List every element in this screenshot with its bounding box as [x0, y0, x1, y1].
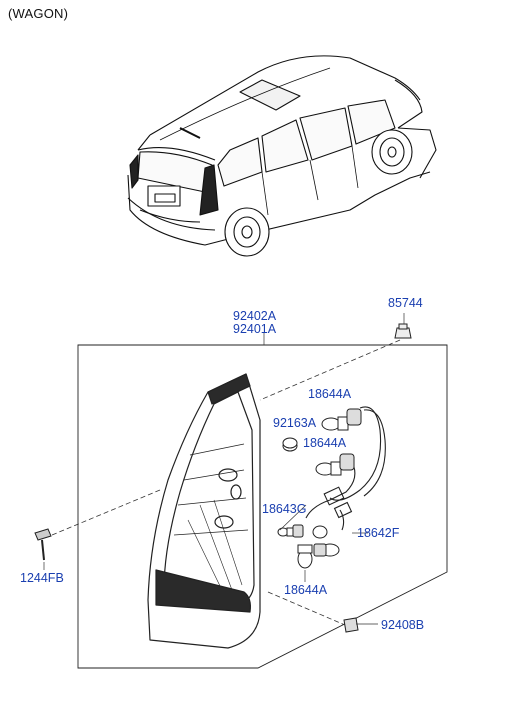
- bulb-18644A-top: [321, 408, 362, 431]
- label-18644A-mid[interactable]: 18644A: [303, 436, 347, 450]
- label-18643G[interactable]: 18643G: [262, 502, 306, 516]
- wiring-harness: [305, 406, 386, 531]
- bracket-92408B: [343, 617, 359, 633]
- leader-lines: [43, 313, 405, 626]
- wagon-car-illustration: [127, 55, 437, 257]
- label-92408B[interactable]: 92408B: [381, 618, 424, 632]
- label-18644A-bottom[interactable]: 18644A: [284, 583, 328, 597]
- screw-1244FB: [34, 528, 52, 561]
- label-92163A[interactable]: 92163A: [273, 416, 317, 430]
- label-1244FB[interactable]: 1244FB: [20, 571, 64, 585]
- tail-lamp-housing: [147, 373, 261, 649]
- label-92401A[interactable]: 92401A: [233, 322, 277, 336]
- variant-label: (WAGON): [8, 6, 69, 21]
- bulb-18644A-bottom: [297, 525, 340, 569]
- label-92402A[interactable]: 92402A: [233, 309, 277, 323]
- label-85744[interactable]: 85744: [388, 296, 423, 310]
- bulb-18644A-mid: [315, 453, 355, 476]
- socket-92163A: [282, 437, 298, 452]
- clip-85744: [394, 323, 412, 339]
- bulb-18643G: [277, 524, 304, 538]
- label-18642F[interactable]: 18642F: [357, 526, 400, 540]
- part-labels: 92402A 92401A 85744 18644A 92163A 18644A…: [20, 296, 424, 632]
- label-18644A-top[interactable]: 18644A: [308, 387, 352, 401]
